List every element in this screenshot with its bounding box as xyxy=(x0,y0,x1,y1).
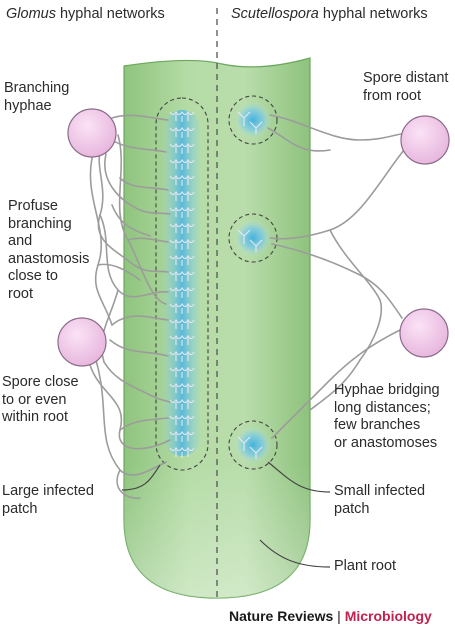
leader-lines xyxy=(121,461,331,568)
credit-separator: | xyxy=(333,608,345,624)
small-infected-patch-3 xyxy=(228,420,278,470)
arbuscule xyxy=(169,254,195,266)
arbuscule xyxy=(169,238,195,250)
arbuscule xyxy=(169,318,195,330)
arbuscule xyxy=(169,414,195,426)
scutellospora-hyphae xyxy=(267,114,405,439)
label-line: hyphae xyxy=(4,97,52,114)
arbuscule xyxy=(169,446,195,458)
label-line: Branching xyxy=(4,80,70,96)
header-scutellospora: Scutellospora hyphal networks xyxy=(231,6,428,22)
label-line: to or even xyxy=(2,391,67,408)
spore-distant-lower xyxy=(399,308,449,358)
arbuscule xyxy=(169,190,195,202)
label-line: Large infected xyxy=(2,483,94,499)
spore-close-to-root xyxy=(57,317,107,367)
header-scutellospora-rest: hyphal networks xyxy=(318,6,428,22)
glomus-hyphae xyxy=(89,114,171,499)
arbuscule xyxy=(169,430,195,442)
label-line: Small infected xyxy=(334,483,426,499)
arbuscule xyxy=(169,286,195,298)
journal-name: Microbiology xyxy=(344,608,432,624)
label-large-infected-patch: Large infected patch xyxy=(2,483,94,518)
small-infected-patch-1 xyxy=(228,95,278,145)
label-line: patch xyxy=(334,500,370,517)
arbuscule xyxy=(169,366,195,378)
label-line: Spore close xyxy=(2,374,79,390)
label-line: few branches xyxy=(334,417,421,433)
label-line: patch xyxy=(2,500,38,517)
header-glomus: Glomus hyphal networks xyxy=(6,6,165,22)
arbuscule xyxy=(169,382,195,394)
arbuscule-chain xyxy=(169,110,195,458)
arbuscule xyxy=(169,158,195,170)
label-small-infected-patch: Small infected patch xyxy=(334,483,425,518)
label-line: within root xyxy=(2,409,69,425)
publisher-name: Nature Reviews xyxy=(229,608,334,624)
arbuscule xyxy=(169,206,195,218)
spore-branching-left xyxy=(67,108,117,158)
label-line: and xyxy=(8,233,33,249)
arbuscule xyxy=(169,350,195,362)
label-spore-distant: Spore distant from root xyxy=(363,70,448,105)
scutellospora-branches xyxy=(237,111,263,459)
label-line: Spore distant xyxy=(363,70,449,86)
arbuscule xyxy=(169,142,195,154)
label-line: or anastomoses xyxy=(334,434,438,451)
label-spore-close: Spore close to or even within root xyxy=(2,374,79,427)
arbuscule xyxy=(169,222,195,234)
header-glomus-genus: Glomus xyxy=(6,6,56,22)
arbuscule xyxy=(169,174,195,186)
large-infected-patch xyxy=(155,97,209,471)
label-line: root xyxy=(8,285,33,302)
journal-credit: Nature Reviews | Microbiology xyxy=(229,608,432,624)
spore-distant-upper xyxy=(400,115,450,165)
arbuscule xyxy=(169,398,195,410)
arbuscule xyxy=(169,110,195,122)
label-line: branching xyxy=(8,215,72,232)
label-plant-root: Plant root xyxy=(334,558,396,576)
label-line: Hyphae bridging xyxy=(334,382,440,398)
header-glomus-rest: hyphal networks xyxy=(55,6,165,22)
label-profuse-branching: Profuse branching and anastomosis close … xyxy=(8,198,89,303)
arbuscule xyxy=(169,302,195,314)
arbuscule xyxy=(169,126,195,138)
label-line: Profuse xyxy=(8,198,58,214)
label-line: anastomosis xyxy=(8,250,90,267)
label-line: long distances; xyxy=(334,399,431,416)
label-hyphae-bridging: Hyphae bridging long distances; few bran… xyxy=(334,382,440,452)
arbuscule xyxy=(169,270,195,282)
label-line: close to xyxy=(8,268,58,284)
label-line: from root xyxy=(363,87,422,104)
label-branching-hyphae: Branching hyphae xyxy=(4,80,69,115)
arbuscule xyxy=(169,334,195,346)
header-scutellospora-genus: Scutellospora xyxy=(231,6,319,22)
label-line: Plant root xyxy=(334,558,397,574)
